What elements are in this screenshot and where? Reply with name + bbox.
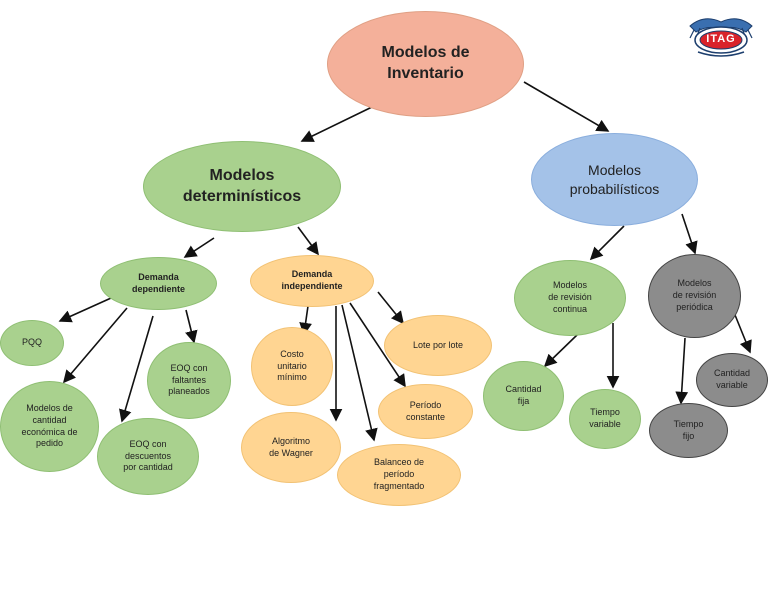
node-label: Demanda dependiente (131, 271, 185, 294)
node-algoritmo-wagner: Algoritmo de Wagner (241, 412, 341, 483)
node-cantidad-variable: Cantidad variable (696, 353, 768, 407)
logo-text: ITAG (706, 33, 736, 45)
node-label: Modelos de cantidad económica de pedido (21, 403, 78, 449)
node-eoq-faltantes: EOQ con faltantes planeados (147, 342, 231, 419)
arrow-per-to-tiempo-fijo (675, 337, 689, 405)
node-label: EOQ con descuentos por cantidad (123, 438, 173, 473)
node-label: Lote por lote (412, 339, 464, 350)
node-label: Costo unitario mínimo (277, 348, 307, 383)
node-costo-unitario: Costo unitario mínimo (251, 327, 333, 406)
node-label: Cantidad fija (505, 384, 542, 406)
node-label: PQQ (21, 337, 42, 348)
arrow-det-to-independent (297, 226, 319, 256)
node-label: Modelos de revisión continua (548, 280, 592, 314)
node-pqq: PQQ (0, 320, 64, 366)
arrow-prob-to-continuous (589, 225, 625, 261)
node-label: Demanda independiente (281, 269, 343, 291)
node-label: Cantidad variable (713, 368, 751, 390)
node-label: Tiempo variable (589, 407, 621, 429)
node-demanda-independiente: Demanda independiente (250, 255, 374, 307)
node-modelos-inventario: Modelos de Inventario (327, 11, 524, 117)
node-revision-periodica: Modelos de revisión periódica (648, 254, 741, 338)
node-label: EOQ con faltantes planeados (168, 362, 210, 397)
node-revision-continua: Modelos de revisión continua (514, 260, 626, 336)
node-label: Algoritmo de Wagner (269, 435, 313, 458)
node-eoq-descuentos: EOQ con descuentos por cantidad (97, 418, 199, 495)
arrow-per-to-cantidad-variable (732, 309, 752, 354)
node-label: Tiempo fijo (673, 418, 704, 441)
node-label: Modelos de Inventario (381, 44, 470, 82)
logo-emblem-icon (689, 18, 753, 57)
arrow-det-to-dependent (183, 237, 215, 258)
node-label: Balanceo de período fragmentado (373, 457, 425, 491)
arrow-prob-to-periodic (681, 213, 698, 255)
node-modelos-deterministicos: Modelos determinísticos (143, 141, 341, 232)
node-tiempo-variable: Tiempo variable (569, 389, 641, 449)
node-label: Modelos probabilísticos (569, 162, 660, 197)
node-periodo-constante: Período constante (378, 384, 473, 439)
node-cantidad-fija: Cantidad fija (483, 361, 564, 431)
node-modelos-cantidad-economica: Modelos de cantidad económica de pedido (0, 381, 99, 472)
arrow-ind-to-periodo (349, 302, 406, 388)
node-tiempo-fijo: Tiempo fijo (649, 403, 728, 458)
arrow-ind-to-balanceo (341, 304, 378, 442)
arrow-dep-to-eoq-faltantes (185, 309, 198, 344)
node-modelos-probabilisticos: Modelos probabilísticos (531, 133, 698, 226)
node-label: Período constante (405, 399, 446, 422)
node-label: Modelos determinísticos (182, 166, 302, 205)
arrow-dep-to-modelos-cantidad (62, 307, 128, 384)
node-balanceo-periodo: Balanceo de período fragmentado (337, 444, 461, 506)
arrow-ind-to-lote (377, 291, 405, 325)
node-lote-por-lote: Lote por lote (384, 315, 492, 376)
itag-logo: ITAG (688, 12, 754, 58)
arrow-cont-to-cantidad-fija (543, 334, 578, 368)
node-demanda-dependiente: Demanda dependiente (100, 257, 217, 310)
arrow-root-to-probabilistic (523, 81, 610, 132)
arrow-root-to-deterministic (300, 106, 373, 142)
arrow-dep-to-eoq-descuentos (119, 315, 154, 423)
node-label: Modelos de revisión periódica (672, 278, 717, 312)
